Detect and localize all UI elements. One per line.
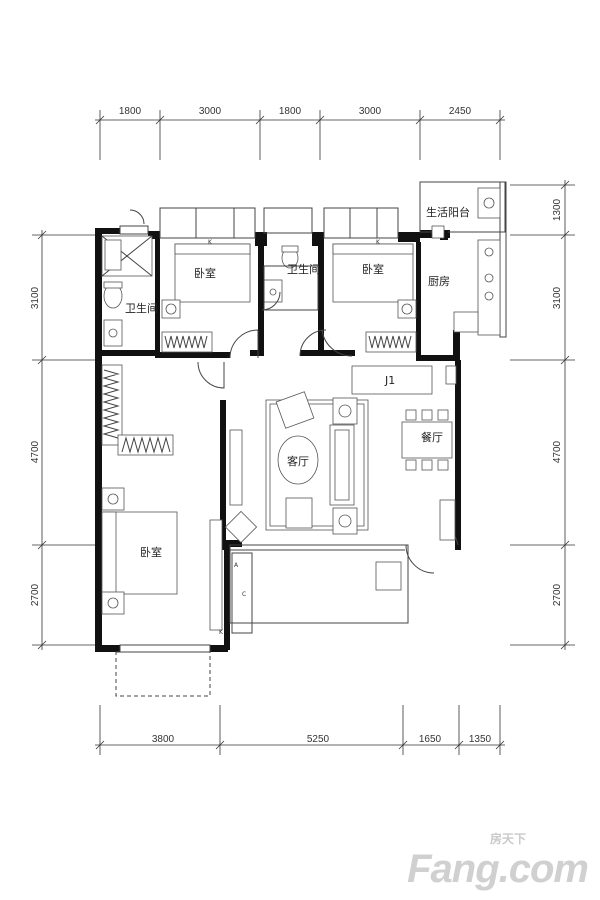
watermark-main: Fang.com <box>407 847 589 891</box>
c-mark: C <box>242 591 246 598</box>
bottom-dim-3: 1650 <box>419 734 442 745</box>
kitchen-fixtures <box>431 187 501 336</box>
windows <box>115 207 399 697</box>
bottom-dim-4: 1350 <box>469 734 492 745</box>
room-label-bedroom-master: 卧室 <box>140 545 162 559</box>
right-dimension-line: 1300 3100 4700 2700 <box>510 180 575 650</box>
top-dim-4: 3000 <box>359 106 382 117</box>
k-mark-3: K <box>219 629 224 636</box>
a-mark: A <box>234 562 239 569</box>
left-dimension-line: 3100 4700 2700 <box>30 230 95 650</box>
label-j1: J1 <box>384 374 395 387</box>
watermark-sub: 房天下 <box>489 832 526 846</box>
bottom-dimension-line: 3800 5250 1650 1350 <box>95 705 505 755</box>
master-bedroom-furniture: K <box>101 364 224 636</box>
room-label-bedroom-top-left: 卧室 <box>194 266 216 280</box>
k-mark-2: K <box>376 239 381 246</box>
walls <box>95 181 507 652</box>
bottom-dim-1: 3800 <box>152 734 175 745</box>
room-label-living: 客厅 <box>287 454 309 468</box>
room-label-kitchen: 厨房 <box>428 275 450 288</box>
room-label-dining: 餐厅 <box>421 430 443 444</box>
living-balcony <box>229 544 409 634</box>
watermark: 房天下 Fang.com <box>407 830 589 892</box>
left-dim-1: 3100 <box>30 286 41 309</box>
top-dimension-line: 1800 3000 1800 3000 2450 <box>95 106 505 160</box>
top-dim-1: 1800 <box>119 106 142 117</box>
room-label-balcony: 生活阳台 <box>426 205 470 219</box>
right-dim-1: 1300 <box>552 198 563 221</box>
right-dim-4: 2700 <box>552 583 563 606</box>
top-dim-5: 2450 <box>449 106 472 117</box>
left-bath-fixtures <box>101 235 153 347</box>
doors <box>129 209 459 574</box>
room-labels: 卫生间 卧室 卫生间 卧室 生活阳台 厨房 客厅 餐厅 卧室 J1 A C <box>125 205 470 598</box>
center-bath-fixtures <box>263 245 319 311</box>
right-dim-2: 3100 <box>552 286 563 309</box>
bedroom-top-left-furniture: K <box>161 239 251 353</box>
left-dim-2: 4700 <box>30 440 41 463</box>
top-dim-2: 3000 <box>199 106 222 117</box>
room-label-bath-center: 卫生间 <box>287 262 320 276</box>
bedroom-top-right-furniture: K <box>332 239 417 353</box>
top-dim-3: 1800 <box>279 106 302 117</box>
k-mark-1: K <box>208 239 213 246</box>
room-label-bedroom-top-right: 卧室 <box>362 262 384 276</box>
right-dim-3: 4700 <box>552 440 563 463</box>
living-furniture <box>224 391 369 544</box>
left-dim-3: 2700 <box>30 583 41 606</box>
room-label-bath-left: 卫生间 <box>125 301 158 315</box>
dining-furniture <box>351 365 457 541</box>
bottom-dim-2: 5250 <box>307 734 330 745</box>
